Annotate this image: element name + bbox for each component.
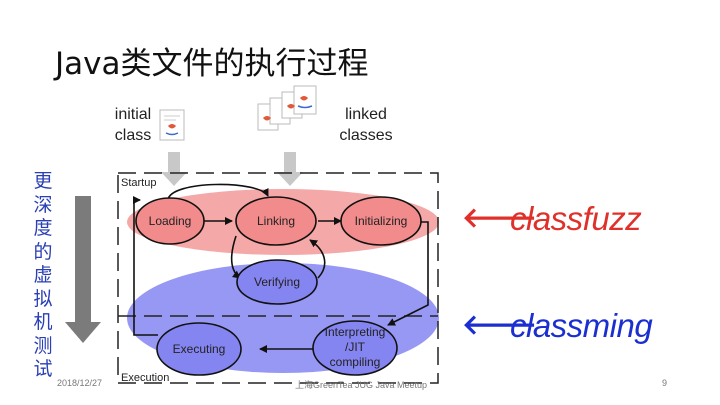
interpreting-label-line1: Interpreting [325, 325, 386, 339]
verifying-label: Verifying [254, 275, 300, 289]
jvm-dashed-frame [117, 172, 439, 384]
footer-date: 2018/12/27 [57, 378, 103, 388]
side-char: 试 [33, 358, 53, 380]
linked-label-line2: classes [339, 127, 393, 144]
side-char: 机 [33, 311, 53, 333]
linked-classes-input-arrow [277, 152, 303, 186]
side-char: 更 [33, 170, 53, 192]
initializing-label: Initializing [355, 214, 408, 228]
classfuzz-label: classfuzz [510, 200, 642, 237]
loading-label: Loading [149, 214, 192, 228]
flow-connectors [133, 183, 429, 353]
linking-label: Linking [257, 214, 295, 228]
initial-class-input-arrow [161, 152, 187, 186]
java-class-file-icon [159, 109, 185, 141]
side-char: 深 [33, 193, 53, 216]
initial-class-label: initial class [108, 104, 158, 146]
loading-node [135, 197, 205, 245]
execution-stage-label: Execution [121, 372, 169, 384]
side-char: 拟 [33, 287, 53, 310]
initial-label-line2: class [114, 127, 152, 144]
java-class-file-icon [257, 85, 317, 131]
interpreting-node [312, 320, 398, 376]
verifying-node [236, 259, 318, 305]
classming-label: classming [510, 307, 653, 344]
startup-stage-label: Startup [121, 177, 156, 189]
depth-arrow [65, 196, 101, 343]
classming-arrow-icon: 🡐 [462, 309, 538, 340]
deeper-jvm-testing-label: 更 深 度 的 虚 拟 机 测 试 [31, 170, 55, 382]
linking-node [235, 196, 317, 246]
linked-label-line1: linked [345, 106, 387, 123]
footer-event: 上海GreenTea JUG Java Meetup [295, 380, 428, 390]
side-char: 度 [33, 217, 53, 239]
executing-label: Executing [173, 342, 226, 356]
side-char: 的 [33, 240, 53, 263]
classfuzz-arrow-icon: 🡐 [462, 202, 538, 233]
slide-title: Java类文件的执行过程 [55, 46, 369, 82]
footer-page-number: 9 [662, 378, 668, 388]
initializing-node [340, 196, 422, 246]
executing-node [156, 322, 242, 376]
interpreting-label-line3: compiling [330, 355, 381, 369]
interpreting-label-line2: /JIT [345, 340, 366, 354]
linked-classes-label: linked classes [336, 104, 396, 146]
initial-label-line1: initial [114, 106, 152, 123]
side-char: 虚 [33, 264, 53, 286]
side-char: 测 [33, 334, 53, 357]
